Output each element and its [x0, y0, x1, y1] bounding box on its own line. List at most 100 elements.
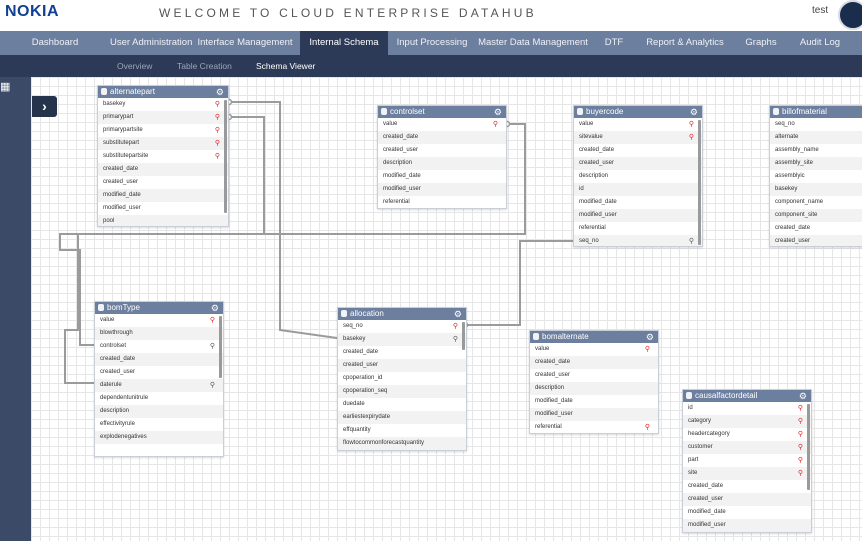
- entity-field[interactable]: component_site: [770, 209, 862, 222]
- entity-field[interactable]: modified_date: [378, 170, 506, 183]
- tab-user-administration[interactable]: User Administration: [110, 37, 193, 48]
- entity-field[interactable]: modified_user: [574, 209, 702, 222]
- entity-field[interactable]: duedate: [338, 398, 466, 411]
- entity-field[interactable]: value⚲: [378, 118, 506, 131]
- entity-header[interactable]: controlset⚙: [378, 106, 506, 118]
- gear-icon[interactable]: ⚙: [215, 87, 224, 97]
- entity-field[interactable]: referential: [574, 222, 702, 235]
- entity-field[interactable]: created_date: [338, 346, 466, 359]
- entity-field[interactable]: modified_date: [98, 189, 228, 202]
- entity-field[interactable]: created_date: [770, 222, 862, 235]
- gear-icon[interactable]: ⚙: [689, 107, 698, 117]
- entity-header[interactable]: allocation⚙: [338, 308, 466, 320]
- entity-field[interactable]: headercategory⚲: [683, 428, 811, 441]
- entity-field[interactable]: referential⚲: [530, 421, 658, 433]
- gear-icon[interactable]: ⚙: [210, 303, 219, 313]
- entity-field[interactable]: modified_date: [530, 395, 658, 408]
- entity-field[interactable]: earliestexpirydate: [338, 411, 466, 424]
- entity-field[interactable]: description: [378, 157, 506, 170]
- entity-bomtype[interactable]: bomType⚙ value⚲ blowthrough controlset⚲ …: [94, 301, 224, 457]
- entity-field[interactable]: pool: [98, 215, 228, 226]
- entity-field[interactable]: modified_user: [683, 519, 811, 532]
- entity-header[interactable]: bomType⚙: [95, 302, 223, 314]
- schema-tree-icon[interactable]: ▦: [0, 81, 11, 93]
- entity-field[interactable]: created_user: [770, 235, 862, 246]
- entity-field[interactable]: basekey: [770, 183, 862, 196]
- scrollbar[interactable]: [807, 404, 810, 490]
- tab-dashboard[interactable]: Dashboard: [31, 37, 79, 48]
- entity-controlset[interactable]: controlset⚙ value⚲ created_date created_…: [377, 105, 507, 209]
- entity-causalfactordetail[interactable]: causalfactordetail⚙ id⚲ category⚲ header…: [682, 389, 812, 533]
- entity-header[interactable]: alternatepart⚙: [98, 86, 228, 98]
- tab-internal-schema[interactable]: Internal Schema: [300, 31, 388, 55]
- subtab-schema-viewer[interactable]: Schema Viewer: [256, 61, 316, 71]
- entity-field[interactable]: description: [574, 170, 702, 183]
- entity-field[interactable]: basekey⚲: [338, 333, 466, 346]
- gear-icon[interactable]: ⚙: [493, 107, 502, 117]
- tab-audit-log[interactable]: Audit Log: [799, 37, 841, 48]
- entity-field[interactable]: category⚲: [683, 415, 811, 428]
- entity-field[interactable]: created_date: [683, 480, 811, 493]
- entity-field[interactable]: effquantity: [338, 424, 466, 437]
- entity-field[interactable]: id: [574, 183, 702, 196]
- entity-field[interactable]: modified_date: [683, 506, 811, 519]
- entity-field[interactable]: substitutepart⚲: [98, 137, 228, 150]
- entity-field[interactable]: alternate: [770, 131, 862, 144]
- entity-field[interactable]: part⚲: [683, 454, 811, 467]
- entity-field[interactable]: created_user: [683, 493, 811, 506]
- entity-buyercode[interactable]: buyercode⚙ value⚲ sitevalue⚲ created_dat…: [573, 105, 703, 247]
- entity-field[interactable]: primarypartsite⚲: [98, 124, 228, 137]
- entity-field[interactable]: blowthrough: [95, 327, 223, 340]
- entity-field[interactable]: customer⚲: [683, 441, 811, 454]
- tab-dtf[interactable]: DTF: [604, 37, 624, 48]
- gear-icon[interactable]: ⚙: [645, 332, 654, 342]
- entity-header[interactable]: buyercode⚙: [574, 106, 702, 118]
- entity-field[interactable]: substitutepartsite⚲: [98, 150, 228, 163]
- entity-field[interactable]: description: [95, 405, 223, 418]
- gear-icon[interactable]: ⚙: [453, 309, 462, 319]
- entity-field[interactable]: assembly_name: [770, 144, 862, 157]
- entity-field[interactable]: created_date: [530, 356, 658, 369]
- entity-field[interactable]: explodenegatives: [95, 431, 223, 444]
- entity-field[interactable]: description: [530, 382, 658, 395]
- nokia-logo[interactable]: NOKIA: [5, 3, 60, 20]
- entity-field[interactable]: assembly_site: [770, 157, 862, 170]
- scrollbar[interactable]: [224, 100, 227, 213]
- subtab-overview[interactable]: Overview: [117, 61, 153, 71]
- user-avatar[interactable]: [838, 0, 862, 30]
- entity-field[interactable]: created_user: [98, 176, 228, 189]
- entity-field[interactable]: component_name: [770, 196, 862, 209]
- user-name[interactable]: test: [812, 5, 829, 16]
- entity-alternatepart[interactable]: alternatepart⚙ basekey⚲ primarypart⚲ pri…: [97, 85, 229, 227]
- entity-field[interactable]: sitevalue⚲: [574, 131, 702, 144]
- tab-input-processing[interactable]: Input Processing: [396, 37, 468, 48]
- tab-interface-management[interactable]: Interface Management: [197, 37, 293, 48]
- entity-field[interactable]: value⚲: [95, 314, 223, 327]
- scrollbar[interactable]: [462, 322, 465, 350]
- entity-field[interactable]: dependentunitrule: [95, 392, 223, 405]
- entity-field[interactable]: created_date: [574, 144, 702, 157]
- entity-field[interactable]: seq_no⚲: [574, 235, 702, 246]
- entity-field[interactable]: created_date: [98, 163, 228, 176]
- entity-field[interactable]: seq_no⚲: [338, 320, 466, 333]
- entity-field[interactable]: referential: [378, 196, 506, 208]
- scrollbar[interactable]: [698, 120, 701, 245]
- entity-field[interactable]: cpoperation_id: [338, 372, 466, 385]
- entity-field[interactable]: controlset⚲: [95, 340, 223, 353]
- gear-icon[interactable]: ⚙: [798, 391, 807, 401]
- entity-field[interactable]: created_user: [574, 157, 702, 170]
- entity-field[interactable]: daterule⚲: [95, 379, 223, 392]
- entity-field[interactable]: modified_user: [530, 408, 658, 421]
- entity-header[interactable]: bomalternate⚙: [530, 331, 658, 343]
- tab-graphs[interactable]: Graphs: [745, 37, 777, 48]
- entity-field[interactable]: cpoperation_seq: [338, 385, 466, 398]
- entity-field[interactable]: created_date: [378, 131, 506, 144]
- entity-header[interactable]: billofmaterial: [770, 106, 862, 118]
- entity-field[interactable]: created_user: [378, 144, 506, 157]
- entity-bomalternate[interactable]: bomalternate⚙ value⚲ created_date create…: [529, 330, 659, 434]
- entity-field[interactable]: basekey⚲: [98, 98, 228, 111]
- entity-field[interactable]: value⚲: [530, 343, 658, 356]
- entity-field[interactable]: value⚲: [574, 118, 702, 131]
- tab-report-analytics[interactable]: Report & Analytics: [646, 37, 724, 48]
- entity-field[interactable]: effectivityrule: [95, 418, 223, 431]
